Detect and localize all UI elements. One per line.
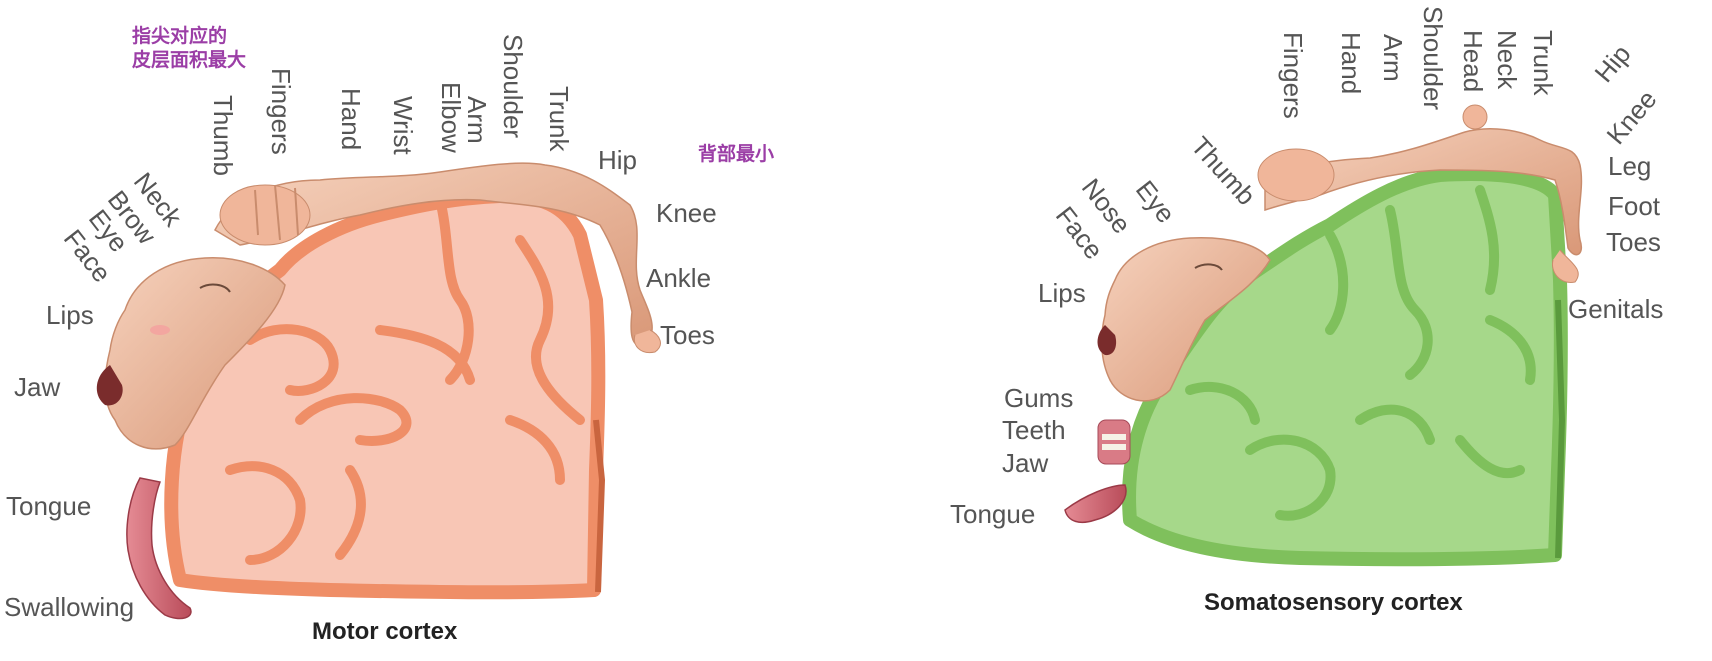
label-trunk: Trunk (544, 86, 574, 152)
label-jaw: Jaw (14, 372, 61, 402)
annotation-line: 指尖对应的 (132, 25, 228, 47)
label-lips: Lips (46, 300, 94, 330)
motor-cortex-brain (164, 188, 606, 600)
caption-somatosensory-cortex: Somatosensory cortex (1204, 589, 1463, 616)
label-hand: Hand (1336, 32, 1366, 95)
label-neck: Neck (1492, 30, 1522, 90)
label-toes: Toes (1606, 227, 1661, 257)
label-shoulder: Shoulder (1418, 6, 1448, 111)
motor-tongue (126, 477, 192, 620)
label-fingers: Fingers (266, 68, 296, 155)
motor-homunculus-body (214, 162, 661, 354)
label-shoulder: Shoulder (498, 34, 528, 139)
label-arm: Arm (462, 96, 492, 144)
label-genitals: Genitals (1568, 294, 1664, 324)
label-gums: Gums (1004, 383, 1074, 413)
label-leg: Leg (1608, 151, 1652, 181)
label-tongue: Tongue (950, 499, 1036, 529)
label-teeth: Teeth (1002, 415, 1066, 445)
label-arm: Arm (1378, 34, 1408, 82)
somatosensory-cortex-brain (1122, 167, 1568, 567)
label-tongue: Tongue (6, 491, 92, 521)
label-hip: Hip (598, 145, 638, 175)
somatosensory-teeth (1097, 419, 1131, 465)
label-toes: Toes (660, 320, 715, 350)
label-foot: Foot (1608, 191, 1661, 221)
label-knee: Knee (656, 198, 717, 228)
label-head: Head (1458, 30, 1488, 93)
somatosensory-homunculus-body (1257, 104, 1583, 283)
annotation-line: 皮层面积最大 (132, 49, 247, 71)
label-lips: Lips (1038, 278, 1086, 308)
label-elbow: Elbow (436, 82, 466, 153)
label-trunk: Trunk (1528, 30, 1558, 96)
label-jaw: Jaw (1002, 448, 1049, 478)
annotation-back: 背部最小 (698, 143, 775, 165)
annotation-fingertips: 指尖对应的 皮层面积最大 (132, 24, 246, 72)
label-swallowing: Swallowing (4, 592, 135, 622)
label-thumb: Thumb (208, 95, 238, 176)
somatosensory-tongue (1064, 484, 1127, 523)
caption-motor-cortex: Motor cortex (312, 618, 458, 645)
motor-face (96, 257, 286, 450)
label-ankle: Ankle (646, 263, 712, 293)
label-wrist: Wrist (388, 96, 418, 155)
label-fingers: Fingers (1278, 32, 1308, 119)
label-hand: Hand (336, 88, 366, 151)
somatosensory-face (1097, 236, 1271, 402)
